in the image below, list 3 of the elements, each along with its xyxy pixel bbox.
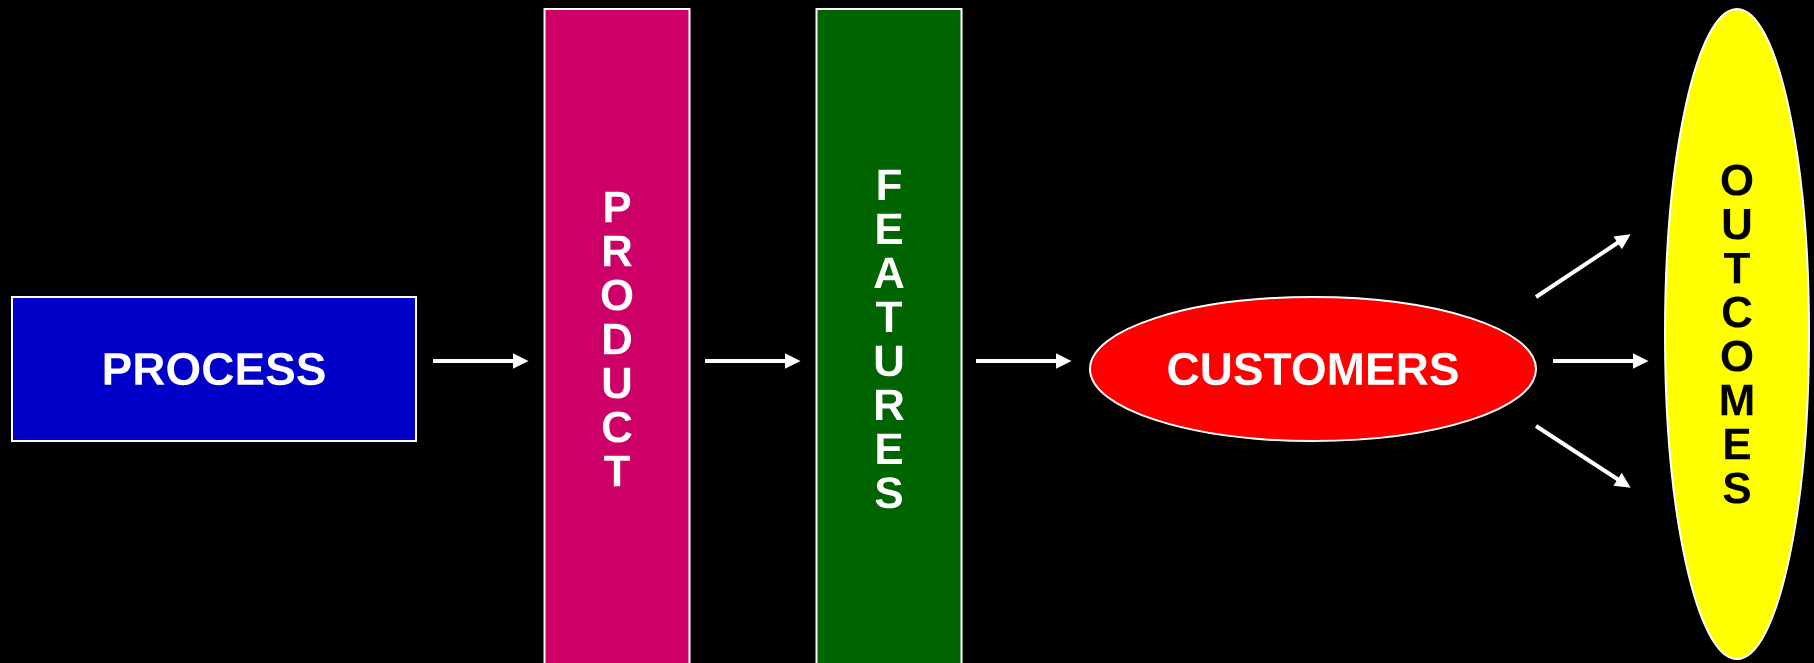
process-box: PROCESS (11, 296, 417, 442)
features-box: FEATURES (815, 8, 963, 663)
product-box: PRODUCT (543, 8, 691, 663)
